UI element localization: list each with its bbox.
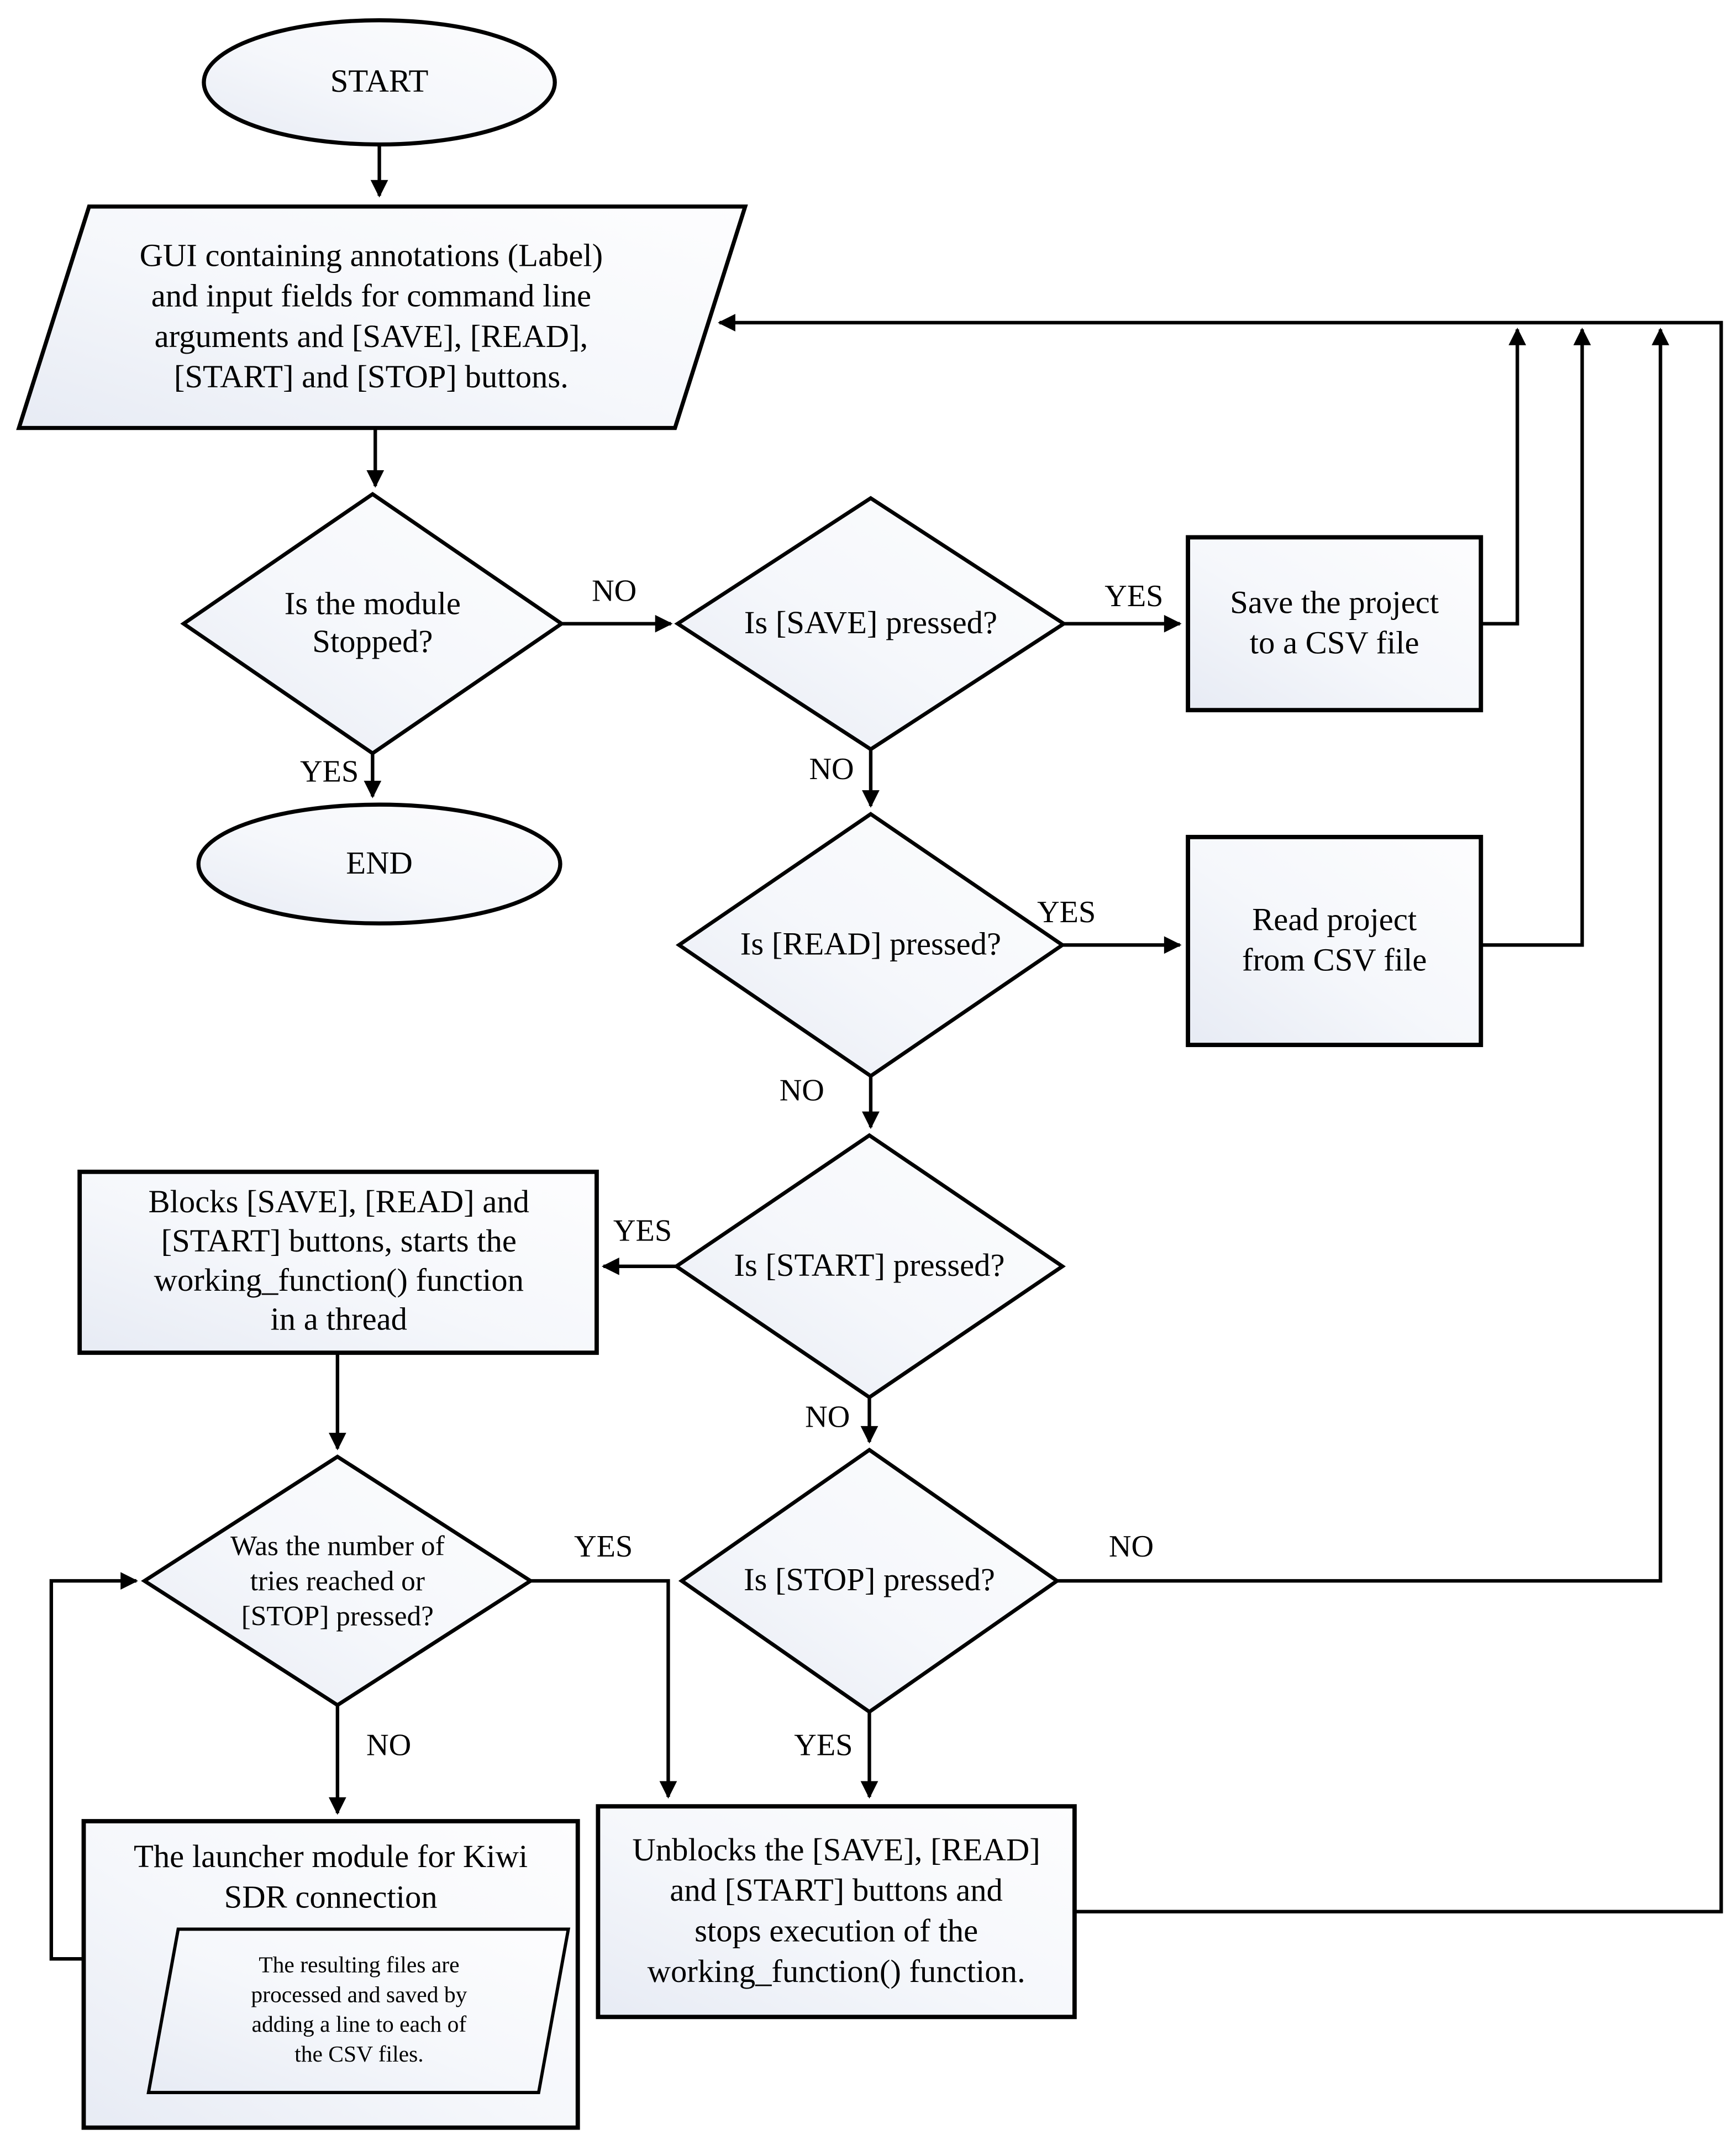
tries-reached-line: Was the number of xyxy=(230,1529,445,1562)
edge-read-return xyxy=(1481,327,1591,947)
resulting-files-line: adding a line to each of xyxy=(251,2011,467,2037)
unblocks-buttons-line: working_function() function. xyxy=(647,1954,1025,1990)
stop-pressed-decision-shape xyxy=(678,1447,1061,1715)
tries-no-label: NO xyxy=(366,1728,412,1762)
end-terminator-shape xyxy=(196,802,562,926)
stop-no-label: NO xyxy=(1108,1529,1154,1564)
blocks-buttons-line: working_function() function xyxy=(154,1263,524,1299)
tries-reached-text: Was the number of tries reached or [STOP… xyxy=(176,1528,499,1634)
edge-tries-yes xyxy=(530,1579,677,1799)
read-yes-label: YES xyxy=(1037,895,1096,929)
save-project-line: to a CSV file xyxy=(1249,626,1419,662)
launcher-module-text: The launcher module for Kiwi SDR connect… xyxy=(97,1837,564,1918)
start-pressed-yes-label: YES xyxy=(613,1213,672,1248)
stop-yes-label: YES xyxy=(794,1728,853,1762)
edge-save-return xyxy=(1481,327,1527,625)
resulting-files-line: processed and saved by xyxy=(251,1981,467,2008)
module-stopped-yes-label: YES xyxy=(300,754,359,788)
start-pressed-text: Is [START] pressed? xyxy=(734,1249,1005,1284)
stop-pressed-text: Is [STOP] pressed? xyxy=(743,1563,995,1599)
save-project-line: Save the project xyxy=(1230,586,1439,621)
save-pressed-text: Is [SAVE] pressed? xyxy=(744,606,998,642)
read-no-label: NO xyxy=(779,1073,824,1107)
start-pressed-decision-shape xyxy=(672,1133,1066,1400)
module-stopped-no-label: NO xyxy=(592,574,637,608)
save-pressed-decision-shape xyxy=(674,496,1067,752)
blocks-buttons-line: in a thread xyxy=(270,1302,407,1338)
gui-io-line: arguments and [SAVE], [READ], xyxy=(154,320,588,355)
save-project-process-shape xyxy=(1186,535,1484,713)
tries-yes-label: YES xyxy=(574,1529,633,1564)
save-no-label: NO xyxy=(809,751,854,786)
module-stopped-line: Stopped? xyxy=(312,625,433,660)
blocks-buttons-line: [START] buttons, starts the xyxy=(161,1224,517,1260)
gui-io-line: [START] and [STOP] buttons. xyxy=(173,360,569,396)
read-pressed-text: Is [READ] pressed? xyxy=(740,927,1002,963)
resulting-files-line: the CSV files. xyxy=(294,2041,424,2067)
edge-launcher-loop xyxy=(49,1572,138,1961)
edge-stop-no-return xyxy=(1057,327,1670,1583)
gui-io-line: GUI containing annotations (Label) xyxy=(139,239,603,274)
blocks-buttons-text: Blocks [SAVE], [READ] and [START] button… xyxy=(89,1184,588,1340)
launcher-module-line: SDR connection xyxy=(224,1880,438,1916)
unblocks-buttons-process-shape xyxy=(596,1804,1077,2020)
read-project-line: Read project xyxy=(1252,903,1417,939)
blocks-buttons-process-shape xyxy=(77,1169,599,1355)
tries-reached-decision-shape xyxy=(141,1454,534,1707)
unblocks-buttons-text: Unblocks the [SAVE], [READ] and [START] … xyxy=(605,1831,1068,1992)
start-label: START xyxy=(330,65,429,100)
edge-unblocks-return xyxy=(718,314,1723,1913)
save-project-text: Save the project to a CSV file xyxy=(1195,583,1474,665)
unblocks-buttons-line: and [START] buttons and xyxy=(670,1874,1003,1909)
gui-io-shape xyxy=(16,204,748,430)
launcher-module-line: The launcher module for Kiwi xyxy=(134,1840,528,1875)
blocks-buttons-line: Blocks [SAVE], [READ] and xyxy=(148,1185,530,1221)
start-terminator-shape xyxy=(202,18,557,147)
end-label: END xyxy=(346,846,413,882)
gui-io-line: and input fields for command line xyxy=(151,279,592,315)
start-pressed-no-label: NO xyxy=(805,1400,850,1434)
resulting-files-text: The resulting files are processed and sa… xyxy=(165,1951,554,2070)
module-stopped-text: Is the module Stopped? xyxy=(197,586,548,661)
resulting-files-line: The resulting files are xyxy=(259,1952,460,1978)
read-pressed-decision-shape xyxy=(675,812,1066,1079)
unblocks-buttons-line: stops execution of the xyxy=(695,1914,979,1950)
unblocks-buttons-line: Unblocks the [SAVE], [READ] xyxy=(632,1833,1040,1869)
module-stopped-decision-shape xyxy=(180,492,565,756)
read-project-process-shape xyxy=(1186,834,1484,1048)
tries-reached-line: tries reached or xyxy=(250,1564,425,1597)
module-stopped-line: Is the module xyxy=(284,587,461,623)
resulting-files-io-shape xyxy=(146,1927,571,2095)
gui-io-text: GUI containing annotations (Label) and i… xyxy=(54,236,688,398)
tries-reached-line: [STOP] pressed? xyxy=(241,1600,434,1632)
read-project-text: Read project from CSV file xyxy=(1195,901,1474,982)
read-project-line: from CSV file xyxy=(1241,943,1427,979)
save-yes-label: YES xyxy=(1104,579,1164,613)
